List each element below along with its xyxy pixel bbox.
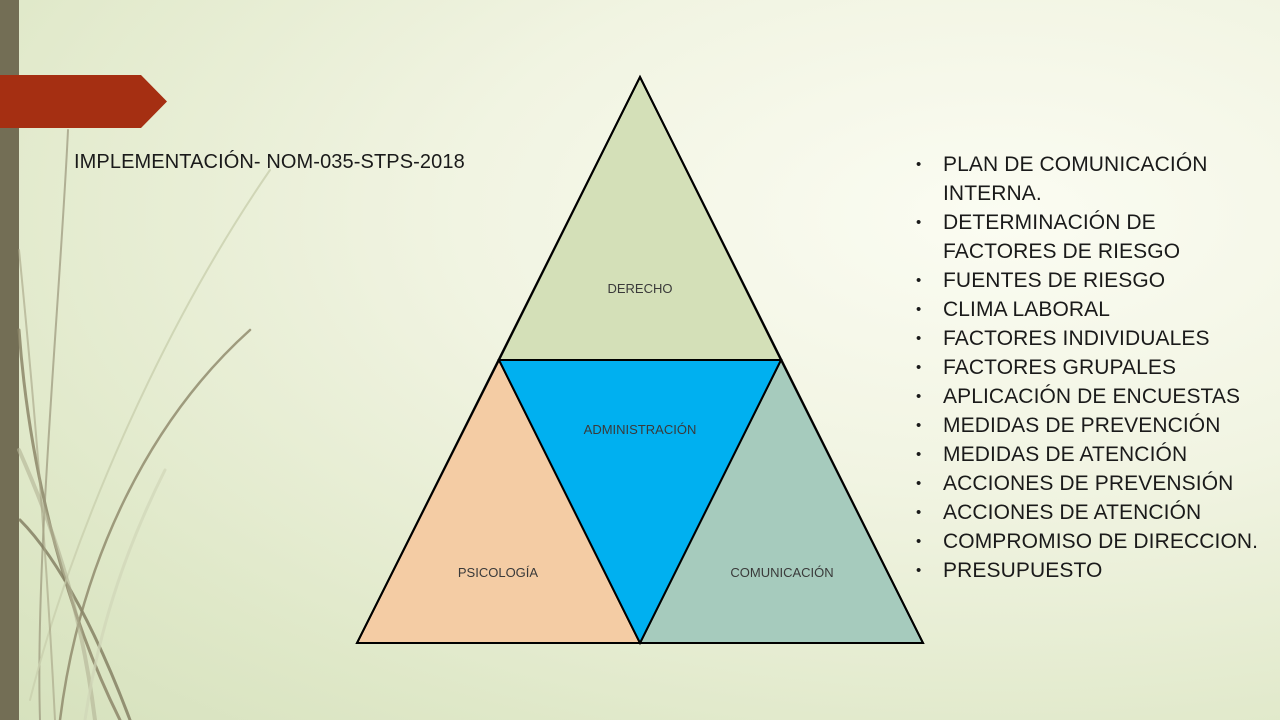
bullet-icon: •	[916, 533, 922, 550]
grass-decoration	[17, 129, 271, 720]
list-item: • COMPROMISO DE DIRECCION.	[914, 527, 1274, 556]
bullet-icon: •	[916, 388, 922, 405]
list-item: • FACTORES INDIVIDUALES	[914, 324, 1274, 353]
pyramid-center-section	[497, 359, 783, 646]
list-item-text: DETERMINACIÓN DE FACTORES DE RIESGO	[943, 211, 1181, 263]
list-item-text: FACTORES INDIVIDUALES	[943, 327, 1210, 350]
bullet-icon: •	[916, 475, 922, 492]
slide-title: IMPLEMENTACIÓN- NOM-035-STPS-2018	[74, 151, 465, 173]
pyramid-top-label: DERECHO	[607, 281, 672, 296]
list-item-text: ACCIONES DE PREVENSIÓN	[943, 472, 1234, 495]
list-item-text: PLAN DE COMUNICACIÓN INTERNA.	[943, 153, 1208, 205]
bullet-icon: •	[916, 301, 922, 318]
list-item: • MEDIDAS DE PREVENCIÓN	[914, 411, 1274, 440]
left-accent-bar	[0, 0, 19, 720]
pyramid-top-section	[497, 74, 783, 361]
bullet-icon: •	[916, 272, 922, 289]
bullet-icon: •	[916, 359, 922, 376]
list-item-text: FACTORES GRUPALES	[943, 356, 1177, 379]
list-item: • FACTORES GRUPALES	[914, 353, 1274, 382]
bullet-icon: •	[916, 562, 922, 579]
list-item-text: ACCIONES DE ATENCIÓN	[943, 501, 1202, 524]
list-item: • ACCIONES DE ATENCIÓN	[914, 498, 1274, 527]
list-item: • CLIMA LABORAL	[914, 295, 1274, 324]
bullet-icon: •	[916, 156, 922, 173]
list-item-text: PRESUPUESTO	[943, 559, 1103, 582]
list-item-text: MEDIDAS DE ATENCIÓN	[943, 443, 1188, 466]
bullet-icon: •	[916, 417, 922, 434]
pyramid-center-label: ADMINISTRACIÓN	[584, 422, 697, 437]
bullet-list: • PLAN DE COMUNICACIÓN INTERNA. • DETERMIN…	[914, 150, 1274, 585]
list-item-text: FUENTES DE RIESGO	[943, 269, 1166, 292]
pyramid-right-label: COMUNICACIÓN	[730, 565, 833, 580]
list-item: • DETERMINACIÓN DE FACTORES DE RIESGO	[914, 208, 1274, 266]
list-item: • ACCIONES DE PREVENSIÓN	[914, 469, 1274, 498]
list-item: • FUENTES DE RIESGO	[914, 266, 1274, 295]
bullet-icon: •	[916, 330, 922, 347]
list-item-text: MEDIDAS DE PREVENCIÓN	[943, 414, 1221, 437]
list-item-text: CLIMA LABORAL	[943, 298, 1111, 321]
list-item: • MEDIDAS DE ATENCIÓN	[914, 440, 1274, 469]
pyramid-left-label: PSICOLOGÍA	[458, 565, 539, 580]
list-item: • PLAN DE COMUNICACIÓN INTERNA.	[914, 150, 1274, 208]
bullet-icon: •	[916, 214, 922, 231]
list-item: • APLICACIÓN DE ENCUESTAS	[914, 382, 1274, 411]
bullet-icon: •	[916, 504, 922, 521]
bullet-icon: •	[916, 446, 922, 463]
list-item: • PRESUPUESTO	[914, 556, 1274, 585]
title-tab-decoration	[0, 75, 167, 128]
list-item-text: APLICACIÓN DE ENCUESTAS	[943, 385, 1241, 408]
list-item-text: COMPROMISO DE DIRECCION.	[943, 530, 1259, 553]
